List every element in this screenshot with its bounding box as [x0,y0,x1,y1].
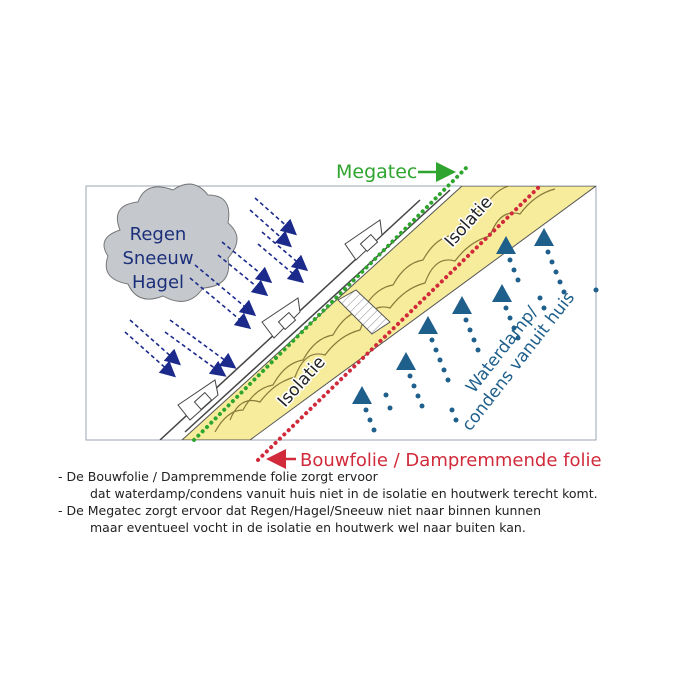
roof-section-diagram: Megatec Bouwfolie / Dampremmende folie R… [85,161,602,470]
insulation-wave [229,188,556,421]
megatec-line [192,164,470,442]
cloud-label-sneeuw: Sneeuw [122,248,193,269]
rafter-wood [337,289,391,335]
roof-tiles [177,219,383,421]
megatec-label: Megatec [336,161,417,183]
vapor-arrows [352,228,599,433]
bouwfolie-line [256,184,542,462]
explanation-notes: - De Bouwfolie / Dampremmende folie zorg… [58,468,688,536]
bouwfolie-label: Bouwfolie / Dampremmende folie [300,450,602,470]
insulation-layer [181,186,596,440]
rain-arrows [124,197,309,378]
note-bouwfolie-2: dat waterdamp/condens vanuit huis niet i… [90,486,598,501]
cloud-label-hagel: Hagel [132,272,184,293]
note-megatec-2: maar eventueel vocht in de isolatie en h… [90,520,526,535]
note-megatec-1: - De Megatec zorgt ervoor dat Regen/Hage… [58,503,542,518]
vapor-column [352,386,377,433]
cloud-label-regen: Regen [130,224,187,245]
cloud-icon [103,183,238,302]
note-bouwfolie-1: - De Bouwfolie / Dampremmende folie zorg… [58,469,378,484]
